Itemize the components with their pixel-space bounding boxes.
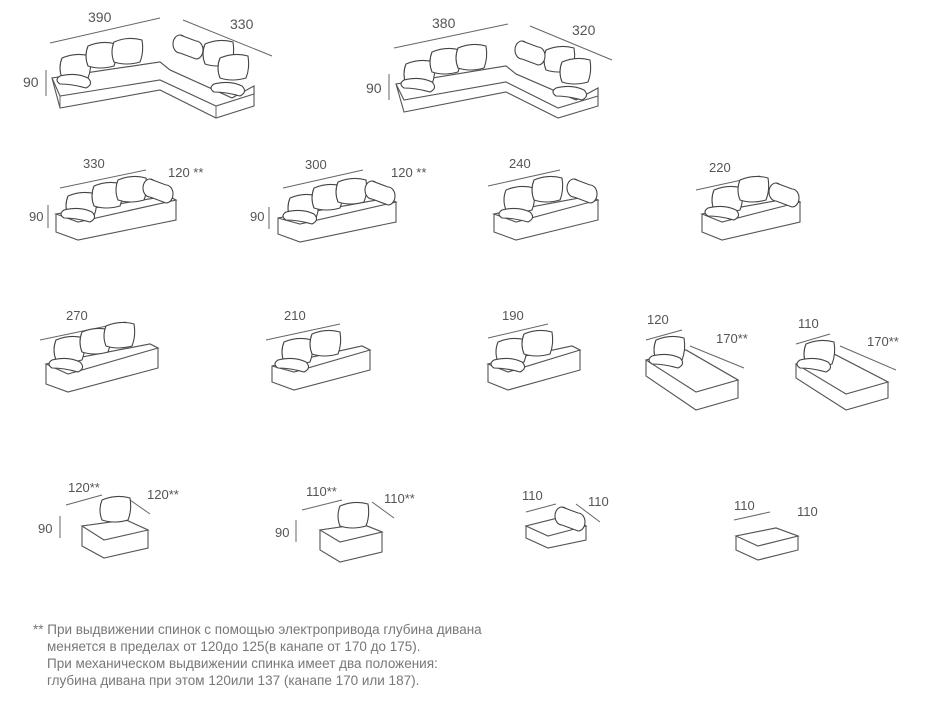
sofa-220: 220 <box>695 160 802 241</box>
dim-label: 90 <box>366 80 382 96</box>
dim-label: 90 <box>250 209 264 224</box>
dim-label: 110 <box>797 504 818 519</box>
dim-label: 380 <box>432 15 456 31</box>
dim-label: 210 <box>284 308 306 323</box>
sofa-270: 270 <box>39 308 160 393</box>
chair-110: 110** 110** 90 <box>275 484 415 563</box>
dim-label: 270 <box>66 308 88 323</box>
chaise-120: 120 170** <box>644 312 748 411</box>
dim-label: 110** <box>306 484 337 499</box>
ottoman-bolster: 110 110 <box>522 488 609 549</box>
footnote-line: глубина дивана при этом 120или 137 (кана… <box>47 673 420 688</box>
sofa-190: 190 <box>486 308 582 391</box>
dim-label: 220 <box>709 160 731 175</box>
chair-120: 120** 120** 90 <box>38 480 179 559</box>
dim-label: 110** <box>384 491 415 506</box>
dim-label: 120** <box>147 487 179 502</box>
dim-label: 90 <box>29 209 43 224</box>
dim-label: 390 <box>88 9 112 25</box>
sofa-330: 330 120 ** 90 <box>29 156 203 241</box>
dim-label: 90 <box>23 74 39 90</box>
dim-label: 190 <box>502 308 524 323</box>
dim-label: 330 <box>230 16 254 32</box>
corner-sofa-1: 390 330 90 <box>23 9 273 119</box>
corner-sofa-2: 380 320 90 <box>366 15 613 119</box>
footnote-line: При механическом выдвижении спинка имеет… <box>47 656 438 671</box>
dim-label: 120 ** <box>391 165 426 180</box>
footnote-line: меняется в пределах от 120до 125(в канап… <box>47 639 421 654</box>
dim-label: 110 <box>588 494 609 509</box>
dim-label: 300 <box>305 157 327 172</box>
dim-label: 120 ** <box>168 165 203 180</box>
sofa-300: 300 120 ** 90 <box>250 157 426 243</box>
dim-label: 110 <box>798 316 819 331</box>
dim-label: 120** <box>68 480 100 495</box>
dim-label: 110 <box>522 488 543 503</box>
dim-label: 110 <box>734 498 755 513</box>
pouf: 110 110 <box>733 498 818 561</box>
dim-label: 90 <box>275 525 289 540</box>
dim-label: 90 <box>38 521 52 536</box>
chaise-110: 110 170** <box>794 316 899 411</box>
dim-label: 240 <box>509 156 531 171</box>
dim-label: 170** <box>867 334 899 349</box>
dim-label: 170** <box>716 331 748 346</box>
dim-label: 320 <box>572 22 596 38</box>
footnote-line: ** При выдвижении спинок с помощью элект… <box>33 622 482 637</box>
footnote: ** При выдвижении спинок с помощью элект… <box>33 621 482 689</box>
dim-label: 120 <box>647 312 669 327</box>
sofa-240: 240 <box>487 156 600 241</box>
sofa-210: 210 <box>265 308 372 391</box>
dim-label: 330 <box>83 156 105 171</box>
